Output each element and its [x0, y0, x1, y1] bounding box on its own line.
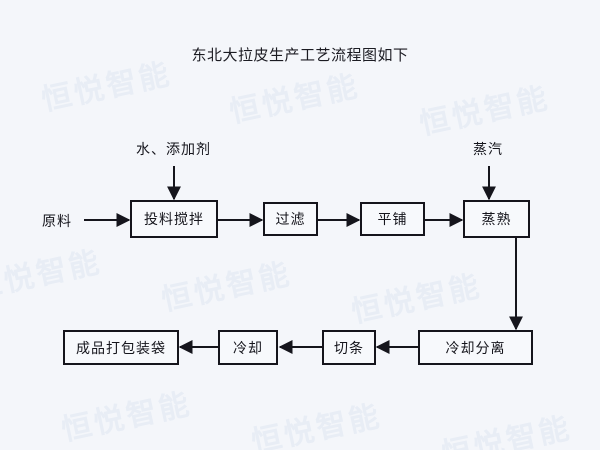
node-packaging[interactable]: 成品打包装袋	[63, 330, 179, 365]
input-label-raw-material: 原料	[42, 215, 72, 230]
input-label-steam: 蒸汽	[473, 143, 503, 158]
node-feeding-mixing[interactable]: 投料搅拌	[130, 200, 218, 238]
node-spreading[interactable]: 平铺	[360, 202, 425, 236]
node-steaming[interactable]: 蒸熟	[463, 200, 530, 238]
page-title: 东北大拉皮生产工艺流程图如下	[191, 48, 409, 64]
node-cutting-strips[interactable]: 切条	[322, 330, 376, 365]
node-cooling-separation[interactable]: 冷却分离	[418, 330, 533, 365]
input-label-water-additive: 水、添加剂	[136, 143, 211, 158]
node-filtering[interactable]: 过滤	[263, 202, 318, 236]
node-cooling[interactable]: 冷却	[218, 330, 278, 365]
